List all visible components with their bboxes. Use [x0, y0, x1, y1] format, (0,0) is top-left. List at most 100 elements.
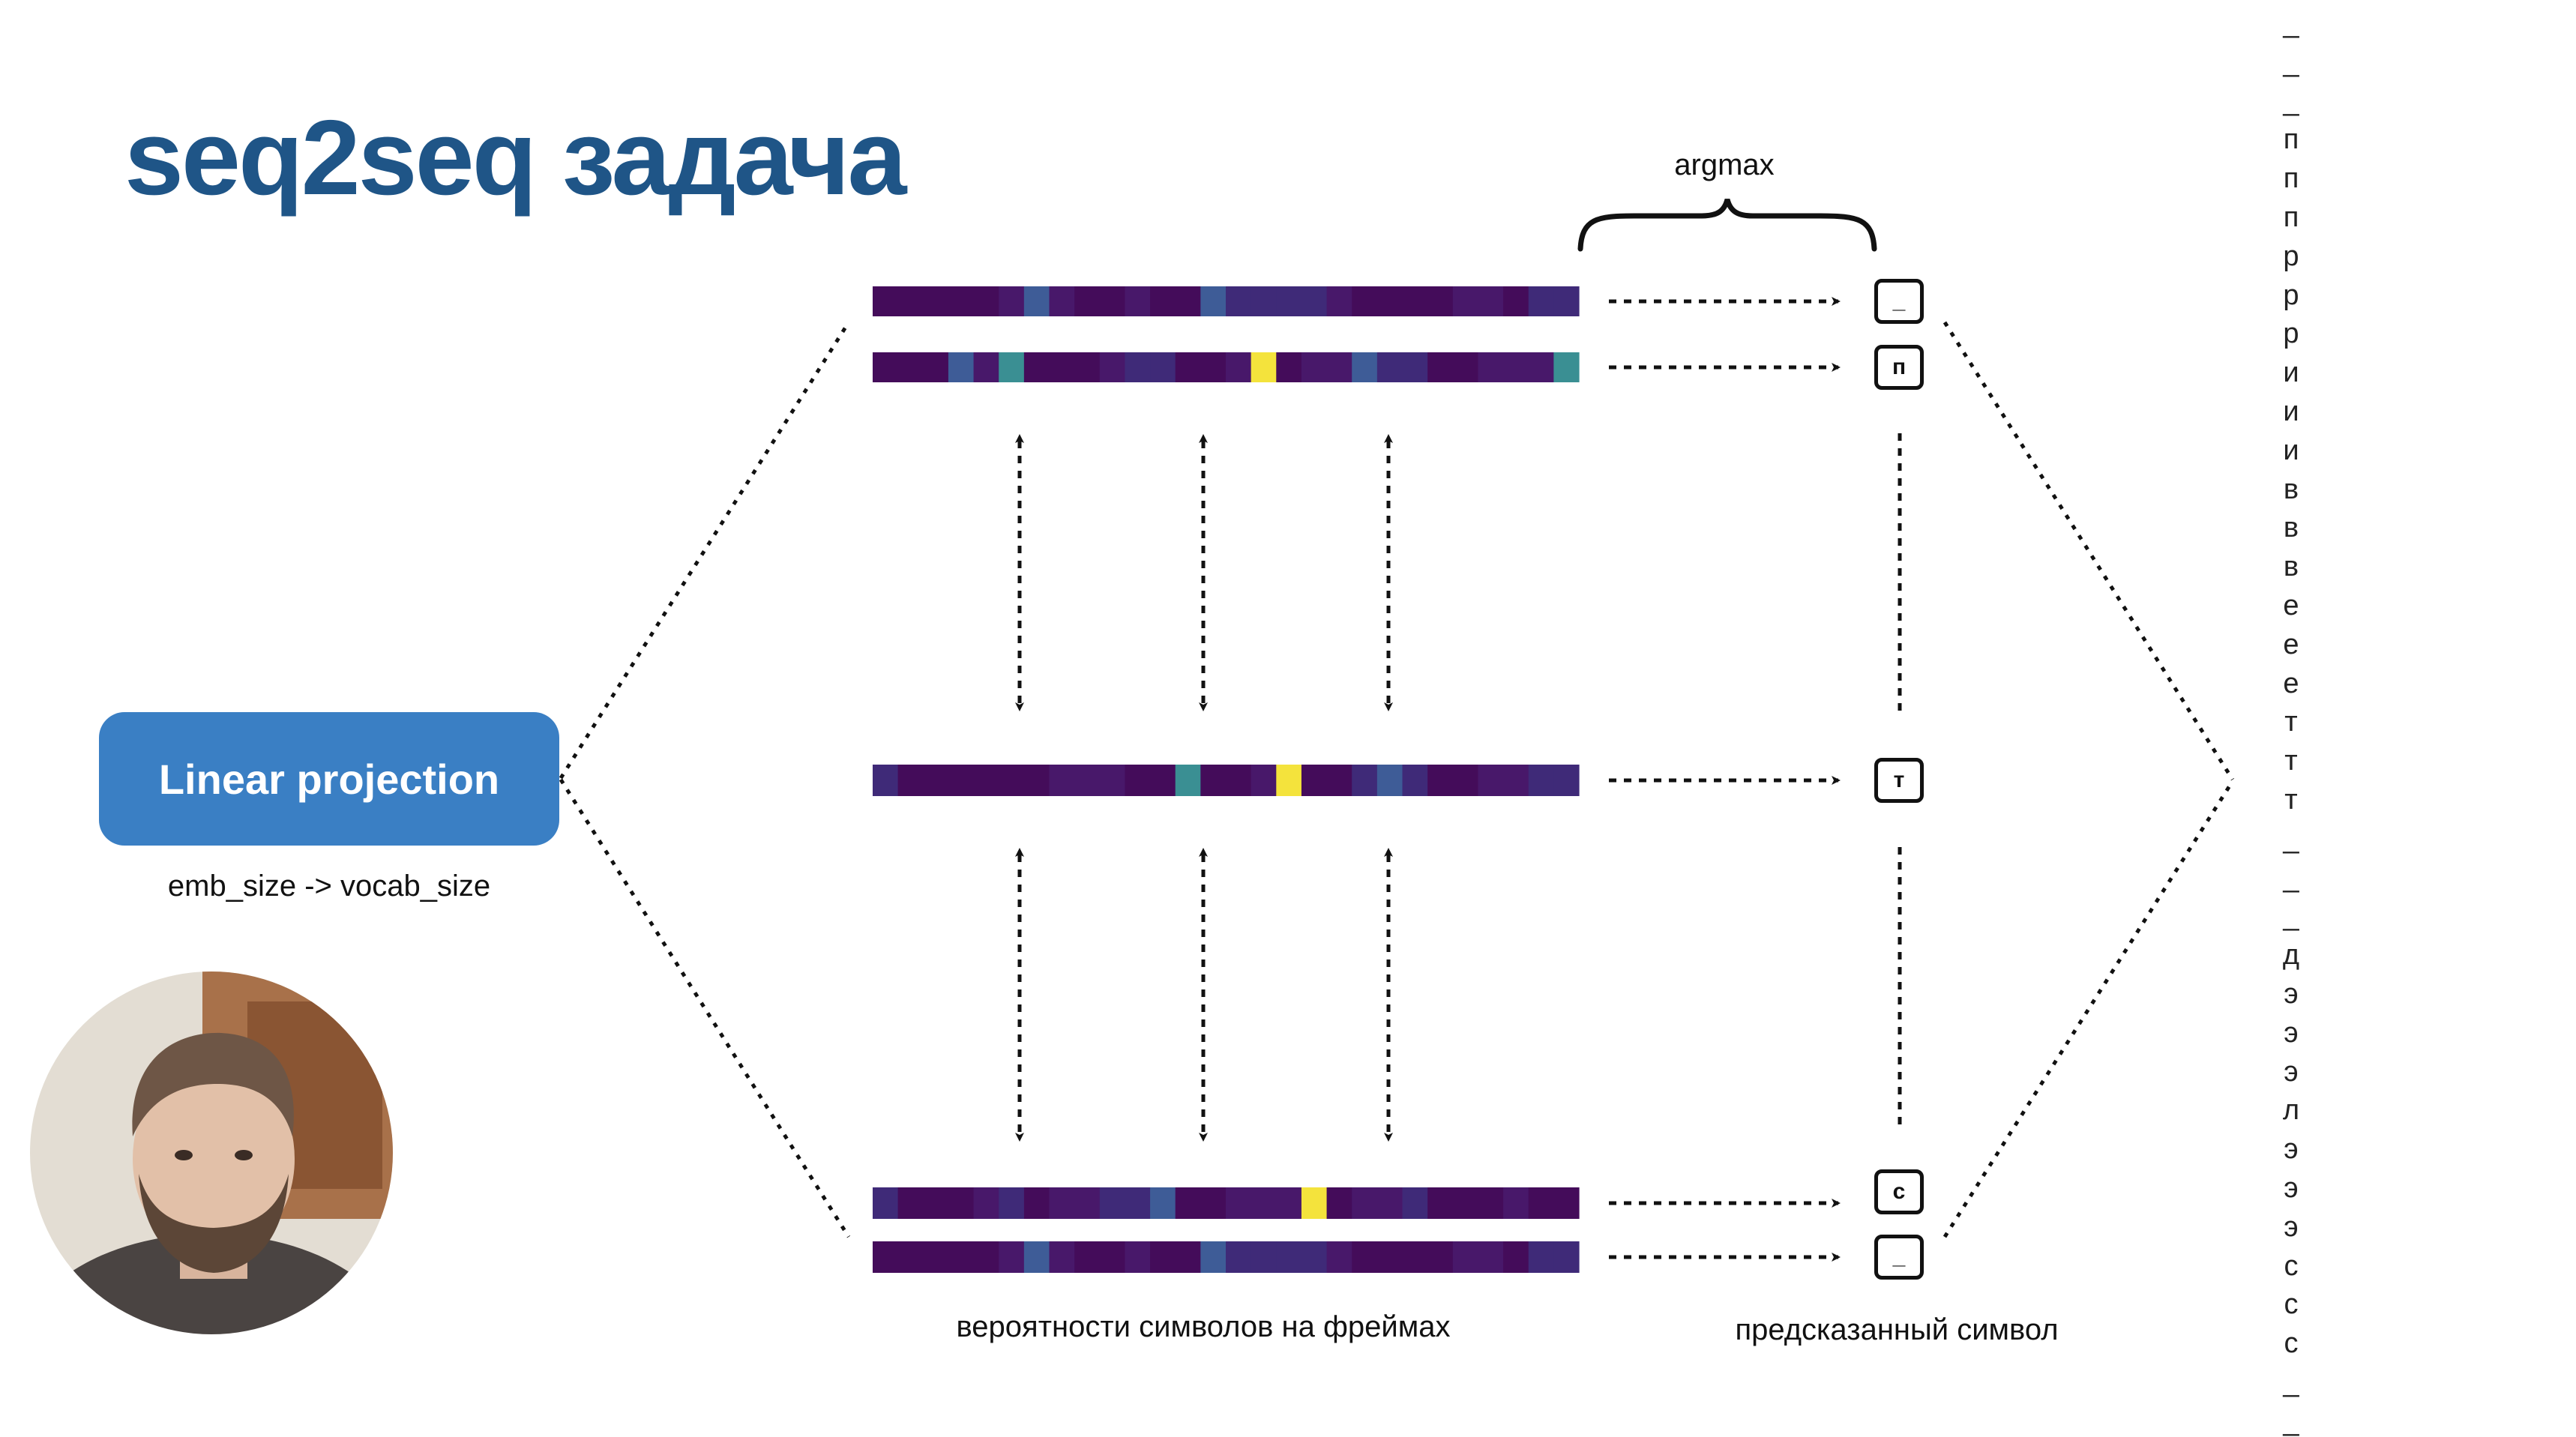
heatmap-cell	[1251, 286, 1277, 316]
frame-char: и	[2283, 396, 2299, 427]
heatmap-cell	[1326, 286, 1352, 316]
frame-char: э	[2284, 978, 2299, 1010]
heatmap-cell	[1503, 1241, 1529, 1273]
heatmap-cell	[1427, 286, 1454, 316]
heatmap-cell	[1553, 765, 1580, 796]
heatmap-cell	[1049, 765, 1075, 796]
frame-char: _	[2283, 900, 2299, 933]
heatmap-cell	[948, 1187, 975, 1219]
heatmap-cell	[1301, 765, 1328, 796]
heatmap-cell	[1478, 1241, 1504, 1273]
heatmap-cell	[897, 352, 924, 382]
heatmap-cell	[1326, 765, 1352, 796]
heatmap-cell	[1452, 286, 1479, 316]
heatmap-cell	[1200, 286, 1227, 316]
heatmap-cell	[1326, 1241, 1352, 1273]
heatmap-cell	[1226, 352, 1252, 382]
heatmap-cell	[1074, 765, 1101, 796]
frame-char: э	[2284, 1172, 2299, 1204]
heatmap-cell	[923, 1187, 949, 1219]
predicted-symbol: _	[1874, 279, 1924, 324]
heatmap-cell	[1352, 286, 1378, 316]
heatmap-cell	[1175, 765, 1201, 796]
heatmap-cell	[1352, 765, 1378, 796]
frame-char: _	[2283, 46, 2299, 78]
heatmap-cell	[1099, 352, 1126, 382]
heatmap-cell	[999, 765, 1025, 796]
heatmap-cell	[873, 765, 899, 796]
heatmap-cell	[873, 1241, 899, 1273]
frame-char: в	[2283, 512, 2299, 544]
heatmap-cell	[999, 352, 1025, 382]
heatmap-cell	[1503, 765, 1529, 796]
probabilities-caption: вероятности символов на фреймах	[956, 1310, 1451, 1343]
heatmap-cell	[1125, 286, 1151, 316]
fan-line-right-top	[1942, 321, 2235, 781]
heatmap-cell	[1326, 352, 1352, 382]
frame-char: _	[2283, 1367, 2299, 1398]
heatmap-cell	[1276, 352, 1302, 382]
frame-char: р	[2283, 240, 2299, 272]
frame-char: э	[2284, 1055, 2299, 1088]
heatmap-cell	[1251, 765, 1277, 796]
heatmap-cell	[999, 286, 1025, 316]
fan-line-left-top	[559, 321, 851, 780]
heatmap-cell	[1376, 352, 1403, 382]
heatmap-cell	[1478, 765, 1504, 796]
fan-line-right-bottom	[1942, 780, 2235, 1238]
heatmap-cell	[1023, 1187, 1050, 1219]
heatmap-cell	[1452, 765, 1479, 796]
heatmap-cell	[1150, 1187, 1176, 1219]
heatmap-cell	[1125, 1187, 1151, 1219]
frame-char: л	[2282, 1094, 2300, 1127]
predicted-symbol: _	[1874, 1235, 1924, 1280]
heatmap-cell	[1276, 1241, 1302, 1273]
heatmap-cell	[1074, 1241, 1101, 1273]
heatmap-cell	[1276, 765, 1302, 796]
heatmap-cell	[1125, 765, 1151, 796]
heatmap-cell	[1478, 352, 1504, 382]
heatmap-cell	[1528, 1187, 1554, 1219]
heatmap-cell	[873, 352, 899, 382]
heatmap-cell	[1276, 286, 1302, 316]
heatmap-cell	[1226, 1187, 1252, 1219]
heatmap-cell	[973, 765, 999, 796]
heatmap-cell	[923, 352, 949, 382]
heatmap-cell	[1503, 286, 1529, 316]
heatmap-cell	[1452, 352, 1479, 382]
heatmap-cell	[1049, 352, 1075, 382]
heatmap-cell	[923, 765, 949, 796]
heatmap-cell	[973, 1187, 999, 1219]
frame-char: _	[2283, 822, 2299, 855]
heatmap-cell	[1023, 286, 1050, 316]
frame-char: э	[2284, 1133, 2299, 1166]
heatmap-cell	[1553, 1187, 1580, 1219]
heatmap-cell	[1402, 1241, 1428, 1273]
heatmap-cell	[1200, 1187, 1227, 1219]
frame-char: э	[2284, 1016, 2299, 1049]
heatmap-cell	[1452, 1241, 1479, 1273]
heatmap-cell	[1226, 1241, 1252, 1273]
heatmap-cell	[1301, 1187, 1328, 1219]
heatmap-cell	[973, 286, 999, 316]
frame-char: п	[2283, 124, 2299, 156]
heatmap-cell	[1478, 286, 1504, 316]
heatmap-cell	[1023, 765, 1050, 796]
heatmap-cell	[1427, 1187, 1454, 1219]
frame-char: _	[2283, 7, 2299, 39]
frame-char: т	[2284, 745, 2298, 777]
heatmap-cell	[1376, 765, 1403, 796]
heatmap-cell	[1427, 1241, 1454, 1273]
heatmap-cell	[873, 286, 899, 316]
linear-projection-box: Linear projection	[99, 712, 559, 846]
frame-char: э	[2284, 1211, 2299, 1243]
frame-char: т	[2284, 784, 2298, 816]
frame-char: с	[2284, 1250, 2299, 1282]
heatmap-cell	[1023, 352, 1050, 382]
heatmap-cell	[1276, 1187, 1302, 1219]
heatmap-cell	[1074, 286, 1101, 316]
heatmap-cell	[1175, 1187, 1201, 1219]
heatmap-cell	[1099, 765, 1126, 796]
heatmap-cell	[1049, 1241, 1075, 1273]
heatmap-cell	[1074, 1187, 1101, 1219]
